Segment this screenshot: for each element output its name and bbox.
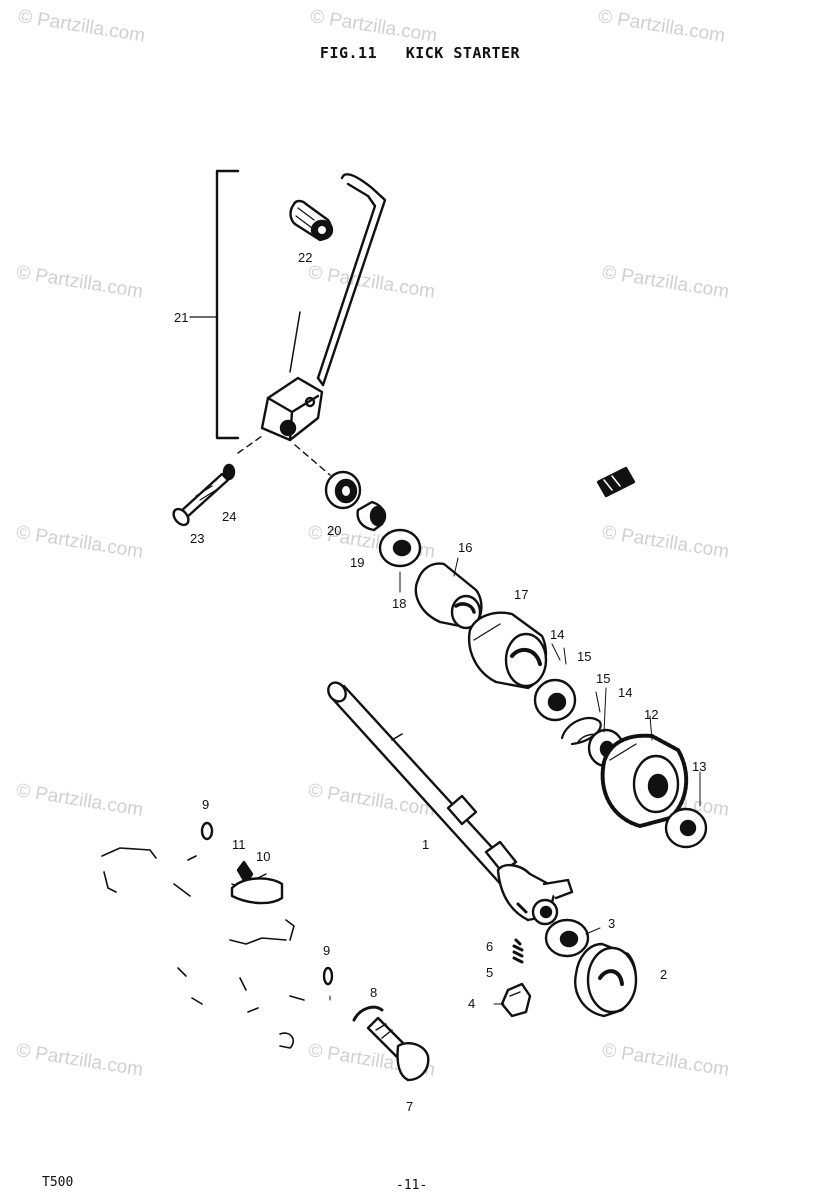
callout-22: 22: [298, 250, 313, 265]
kick-rubber: [289, 199, 334, 242]
callout-5: 5: [486, 965, 494, 980]
bushing: [356, 500, 387, 532]
callout-24: 24: [222, 509, 237, 524]
callout-13: 13: [692, 759, 707, 774]
kick-lever: [260, 173, 387, 442]
callout-9: 9: [323, 943, 331, 958]
callout-23: 23: [190, 531, 205, 546]
washer: [378, 528, 422, 568]
assembly-axis: [294, 444, 331, 476]
callout-17: 17: [514, 587, 529, 602]
pawl: [509, 991, 521, 997]
kick-stopper: [574, 942, 638, 1018]
callout-14: 14: [618, 685, 633, 700]
assembly-bracket: [215, 169, 240, 440]
pawl: [500, 982, 532, 1018]
lever-washer: [222, 463, 236, 481]
assembly-axis: [237, 435, 263, 454]
circlip: [352, 1005, 384, 1022]
callout-15: 15: [596, 671, 611, 686]
figure-title: FIG.11 KICK STARTER: [319, 44, 521, 62]
callout-20: 20: [327, 523, 342, 538]
oil-seal: [324, 470, 362, 510]
callout-3: 3: [608, 916, 616, 931]
callout-21: 21: [174, 310, 189, 325]
circlip: [560, 716, 602, 746]
model-label: T500: [42, 1175, 74, 1190]
stopper-bolt: [366, 1016, 430, 1082]
callout-6: 6: [486, 939, 494, 954]
o-ring: [200, 821, 214, 841]
callout-7: 7: [406, 1099, 414, 1114]
small-part: [596, 466, 636, 498]
callout-4: 4: [468, 996, 476, 1011]
callout-1: 1: [422, 837, 430, 852]
crankcase-outline: [101, 847, 305, 1049]
callout-16: 16: [458, 540, 473, 555]
leader-lines: [329, 557, 701, 1005]
kick-gear: [600, 733, 689, 828]
callout-14: 14: [550, 627, 565, 642]
return-spring: [467, 611, 548, 690]
lever-bolt: [172, 472, 230, 527]
callout-18: 18: [392, 596, 407, 611]
callout-12: 12: [644, 707, 659, 722]
page-number: -11-: [396, 1178, 428, 1193]
callout-9: 9: [202, 797, 210, 812]
spring-guide: [414, 562, 483, 630]
callout-11: 11: [232, 837, 246, 852]
callout-15: 15: [577, 649, 592, 664]
washer: [664, 807, 708, 849]
guide-plate: [230, 873, 284, 905]
washer: [544, 918, 590, 958]
pawl-spring: [512, 938, 524, 964]
o-ring: [322, 966, 334, 986]
callout-2: 2: [660, 967, 668, 982]
callout-10: 10: [256, 849, 271, 864]
washer: [533, 678, 577, 722]
callout-8: 8: [370, 985, 378, 1000]
kick-spindle: [327, 681, 574, 926]
callout-19: 19: [350, 555, 365, 570]
